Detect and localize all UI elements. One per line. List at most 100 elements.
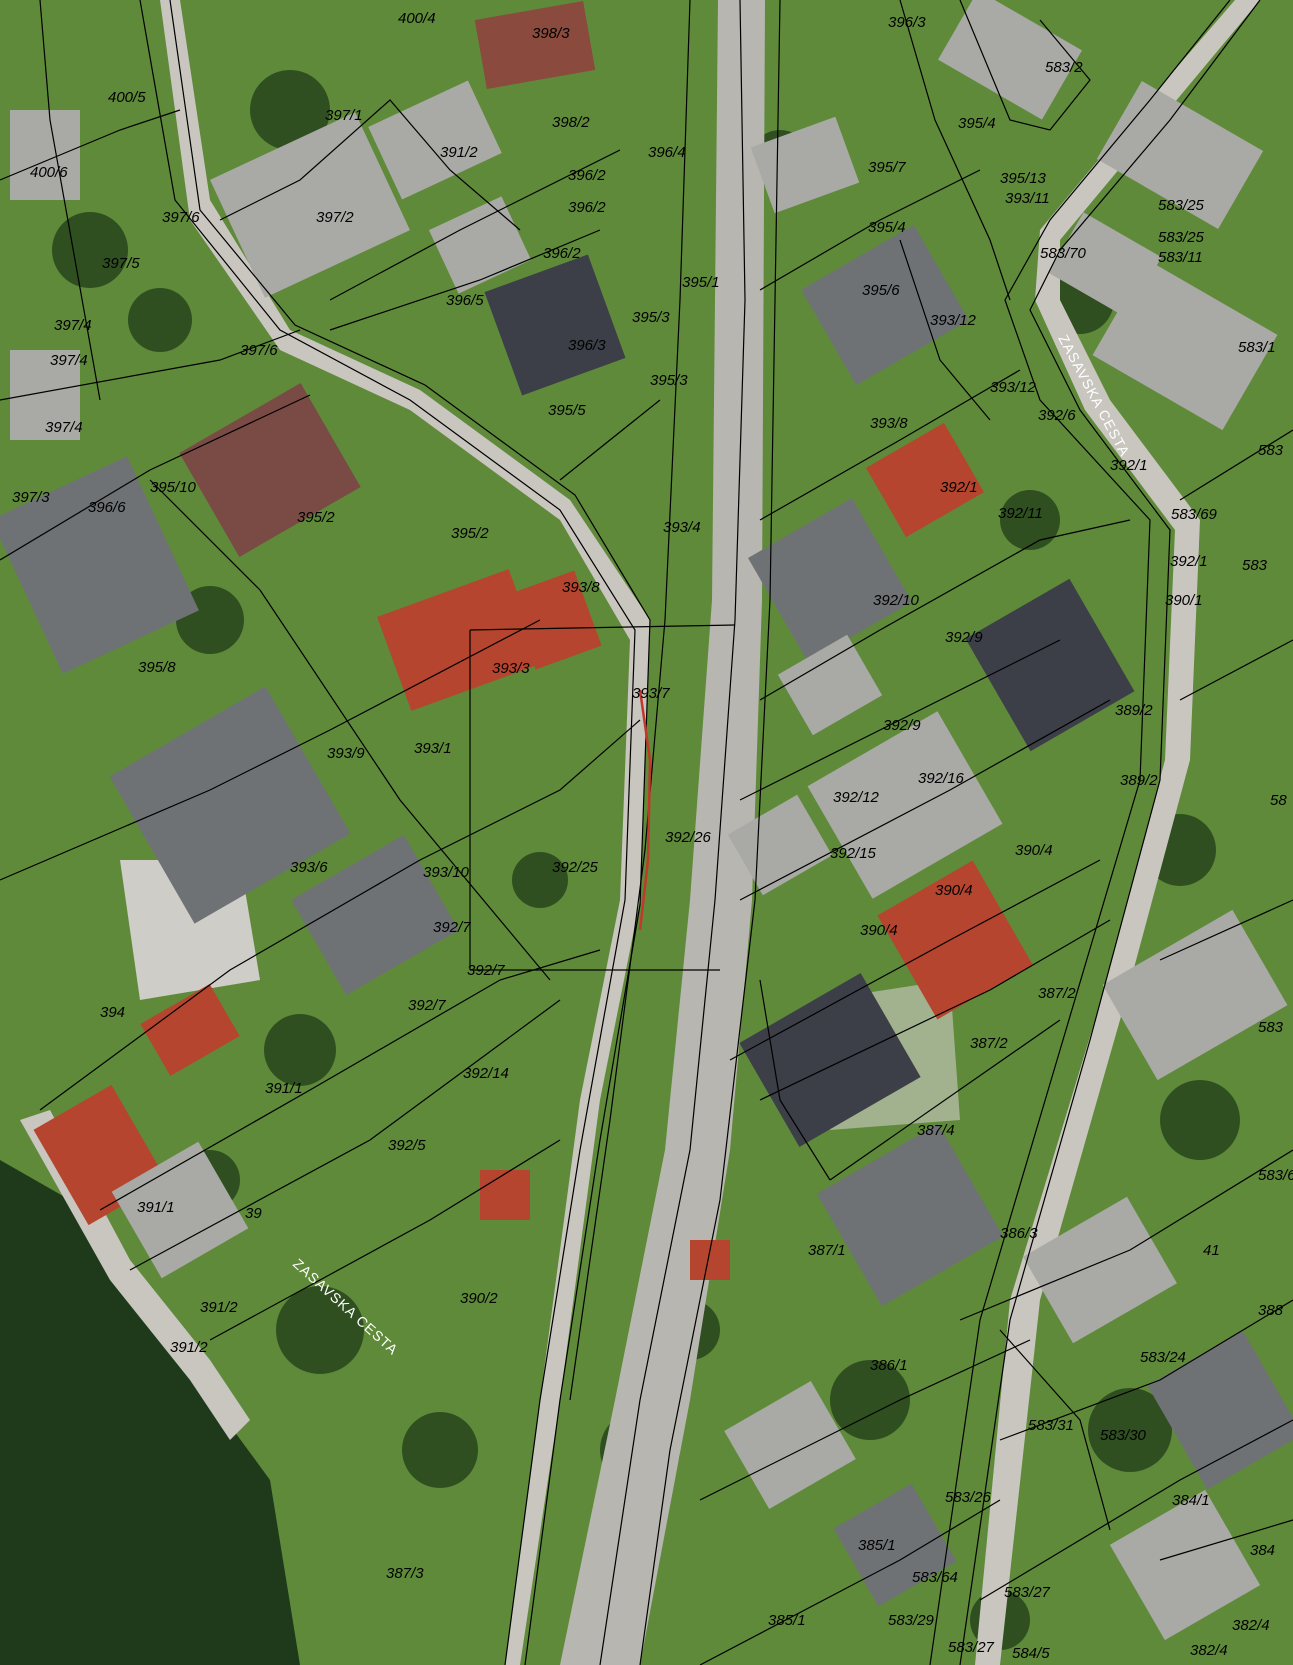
parcel-label: 395/7 (868, 159, 906, 176)
parcel-label: 392/26 (665, 829, 712, 846)
parcel-label: 393/7 (632, 685, 670, 702)
parcel-label: 389/2 (1115, 702, 1153, 719)
parcel-label: 384/1 (1172, 1492, 1210, 1509)
dark-field (0, 1160, 300, 1665)
parcel-label: 395/5 (548, 402, 586, 419)
parcel-label: 396/3 (568, 337, 606, 354)
parcel-label: 392/14 (463, 1065, 509, 1082)
parcel-label: 396/3 (888, 14, 926, 31)
parcel-label: 583/69 (1171, 506, 1218, 523)
parcel-label: 392/1 (1170, 553, 1208, 570)
parcel-label: 393/12 (990, 379, 1037, 396)
parcel-label: 397/3 (12, 489, 50, 506)
parcel-label: 393/9 (327, 745, 365, 762)
parcel-label: 397/1 (325, 107, 363, 124)
parcel-label: 41 (1203, 1242, 1220, 1259)
parcel-label: 393/1 (414, 740, 452, 757)
parcel-label: 583/27 (1004, 1584, 1051, 1601)
parcel-label: 392/7 (433, 919, 471, 936)
parcel-label: 395/4 (868, 219, 906, 236)
parcel-label: 400/6 (30, 164, 68, 181)
parcel-label: 583 (1258, 1019, 1284, 1036)
parcel-label: 395/2 (297, 509, 335, 526)
parcel-labels: 400/4 398/3 396/3 583/2 400/5 397/1 398/… (12, 10, 1293, 1662)
parcel-label: 583/11 (1158, 249, 1203, 266)
parcel-label: 392/15 (830, 845, 877, 862)
parcel-label: 397/4 (45, 419, 83, 436)
parcel-label: 583/1 (1238, 339, 1276, 356)
parcel-label: 400/5 (108, 89, 146, 106)
parcel-label: 395/8 (138, 659, 176, 676)
parcel-label: 391/2 (170, 1339, 208, 1356)
parcel-label: 583/70 (1040, 245, 1087, 262)
parcel-label: 400/4 (398, 10, 436, 27)
parcel-label: 382/4 (1190, 1642, 1228, 1659)
parcel-label: 396/2 (543, 245, 581, 262)
parcel-label: 392/9 (883, 717, 921, 734)
red-boundary-line (638, 689, 652, 931)
parcel-label: 384 (1250, 1542, 1275, 1559)
parcel-label: 387/3 (386, 1565, 424, 1582)
parcel-label: 392/7 (467, 962, 505, 979)
parcel-label: 385/1 (858, 1537, 896, 1554)
parcel-label: 397/5 (102, 255, 140, 272)
parcel-label: 392/10 (873, 592, 920, 609)
parcel-label: 395/3 (632, 309, 670, 326)
parcel-label: 392/1 (1110, 457, 1148, 474)
parcel-label: 382/4 (1232, 1617, 1270, 1634)
parcel-label: 583 (1242, 557, 1268, 574)
parcel-label: 393/6 (290, 859, 328, 876)
parcel-label: 396/5 (446, 292, 484, 309)
parcel-label: 389/2 (1120, 772, 1158, 789)
parcel-label: 583/27 (948, 1639, 995, 1656)
parcel-label: 386/3 (1000, 1225, 1038, 1242)
parcel-label: 393/3 (492, 660, 530, 677)
parcel-label: 393/8 (870, 415, 908, 432)
parcel-label: 398/3 (532, 25, 570, 42)
parcel-label: 583 (1258, 442, 1284, 459)
parcel-label: 395/10 (150, 479, 197, 496)
parcel-label: 385/1 (768, 1612, 806, 1629)
parcel-label: 394 (100, 1004, 125, 1021)
parcel-label: 393/12 (930, 312, 977, 329)
parcel-label: 397/2 (316, 209, 354, 226)
parcel-label: 396/4 (648, 144, 686, 161)
parcel-label: 395/1 (682, 274, 720, 291)
parcel-label: 583/2 (1045, 59, 1083, 76)
parcel-label: 583/30 (1100, 1427, 1147, 1444)
parcel-label: 391/1 (137, 1199, 175, 1216)
parcel-label: 390/2 (460, 1290, 498, 1307)
parcel-label: 391/2 (200, 1299, 238, 1316)
parcel-label: 583/6 (1258, 1167, 1293, 1184)
parcel-label: 58 (1270, 792, 1287, 809)
parcel-label: 583/31 (1028, 1417, 1074, 1434)
parcel-label: 386/1 (870, 1357, 908, 1374)
parcel-label: 391/1 (265, 1080, 303, 1097)
parcel-label: 393/8 (562, 579, 600, 596)
parcel-label: 393/10 (423, 864, 470, 881)
parcel-label: 583/64 (912, 1569, 958, 1586)
parcel-label: 387/2 (1038, 985, 1076, 1002)
parcel-label: 39 (245, 1205, 262, 1222)
parcel-label: 392/12 (833, 789, 880, 806)
parcel-label: 387/2 (970, 1035, 1008, 1052)
parcel-label: 393/4 (663, 519, 701, 536)
parcel-label: 395/3 (650, 372, 688, 389)
parcel-label: 398/2 (552, 114, 590, 131)
parcel-label: 397/4 (50, 352, 88, 369)
parcel-label: 396/6 (88, 499, 126, 516)
parcel-label: 395/13 (1000, 170, 1047, 187)
parcel-label: 583/29 (888, 1612, 935, 1629)
parcel-label: 395/4 (958, 115, 996, 132)
parcel-label: 583/24 (1140, 1349, 1186, 1366)
parcel-label: 392/6 (1038, 407, 1076, 424)
parcel-label: 387/4 (917, 1122, 955, 1139)
parcel-label: 395/2 (451, 525, 489, 542)
parcel-label: 583/25 (1158, 197, 1205, 214)
parcel-label: 396/2 (568, 199, 606, 216)
parcel-label: 583/25 (1158, 229, 1205, 246)
parcel-label: 390/1 (1165, 592, 1203, 609)
parcel-label: 392/1 (940, 479, 978, 496)
